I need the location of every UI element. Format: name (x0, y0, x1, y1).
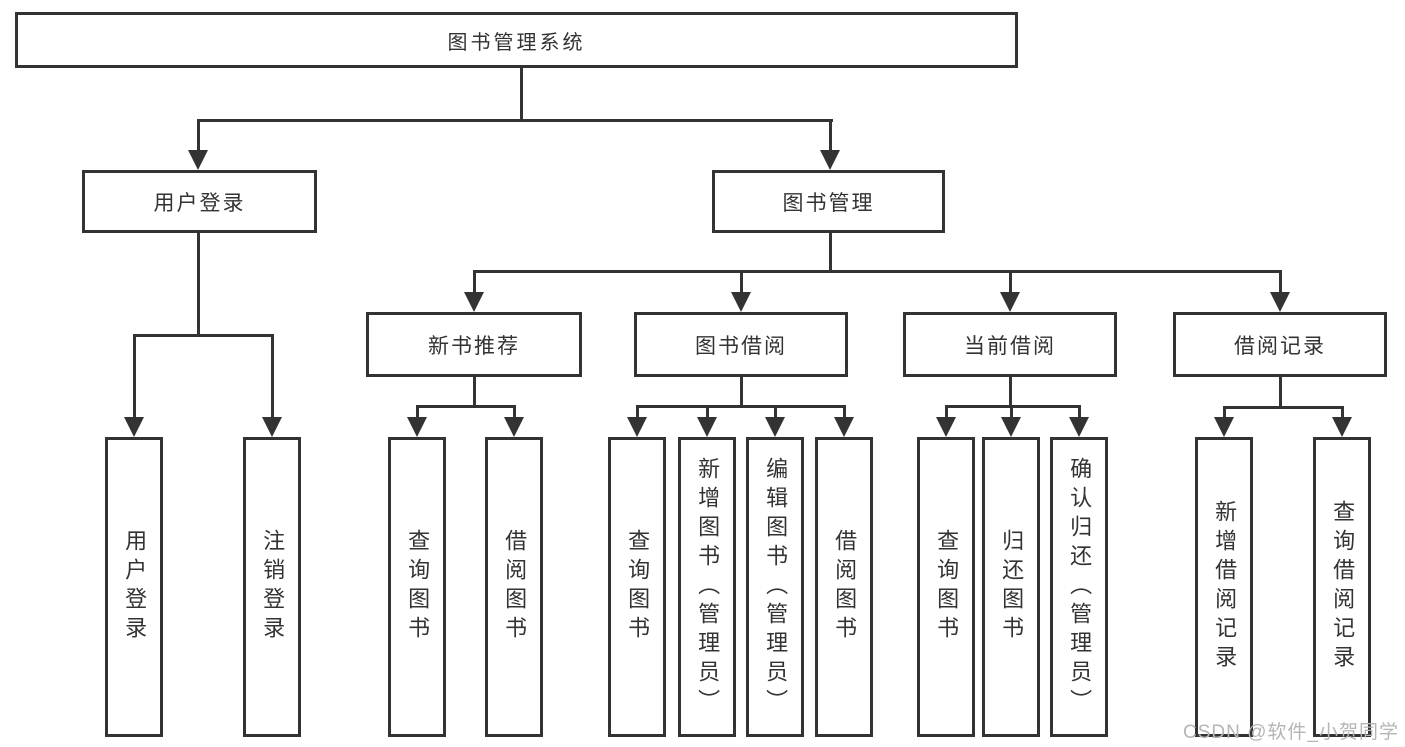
leaf-borrow-books-recommend: 借阅图书 (485, 437, 543, 737)
leaf-label: 借阅图书 (832, 529, 858, 645)
node-label: 图书借阅 (695, 334, 787, 358)
connector-line (1010, 405, 1013, 419)
node-label: 当前借阅 (964, 334, 1056, 358)
arrow-down-icon (627, 417, 647, 437)
arrow-down-icon (731, 292, 751, 312)
connector-line (133, 334, 136, 419)
connector-line (513, 405, 516, 419)
arrow-down-icon (188, 150, 208, 170)
leaf-label: 用户登录 (122, 529, 148, 645)
connector-line (416, 405, 516, 408)
leaf-label: 编辑图书（管理员） (763, 456, 789, 718)
arrow-down-icon (504, 417, 524, 437)
csdn-watermark: CSDN @软件_小贺同学 (1183, 722, 1399, 743)
arrow-down-icon (1069, 417, 1089, 437)
arrow-down-icon (1332, 417, 1352, 437)
node-label: 图书管理系统 (447, 31, 586, 54)
connector-line (197, 233, 200, 337)
leaf-add-books-admin: 新增图书（管理员） (678, 437, 736, 737)
connector-line (520, 66, 523, 120)
connector-line (416, 405, 419, 419)
connector-line (133, 334, 274, 337)
arrow-down-icon (407, 417, 427, 437)
leaf-return-books: 归还图书 (982, 437, 1040, 737)
leaf-logout: 注销登录 (243, 437, 301, 737)
node-book-management-system: 图书管理系统 (15, 12, 1018, 68)
leaf-label: 确认归还（管理员） (1067, 456, 1093, 718)
leaf-query-books-current: 查询图书 (917, 437, 975, 737)
arrow-down-icon (1270, 292, 1290, 312)
node-label: 用户登录 (153, 191, 246, 215)
leaf-label: 借阅图书 (502, 529, 528, 645)
arrow-down-icon (697, 417, 717, 437)
connector-line (197, 119, 833, 122)
node-new-book-recommendation: 新书推荐 (366, 312, 582, 377)
connector-line (1078, 405, 1081, 419)
connector-line (1279, 377, 1282, 409)
node-book-management: 图书管理 (712, 170, 945, 233)
node-label: 新书推荐 (428, 334, 520, 358)
connector-line (197, 119, 200, 152)
leaf-user-login: 用户登录 (105, 437, 163, 737)
leaf-label: 注销登录 (260, 529, 286, 645)
leaf-label: 查询图书 (405, 529, 431, 645)
node-borrowing-records: 借阅记录 (1173, 312, 1387, 377)
connector-line (636, 405, 639, 419)
node-current-borrowing: 当前借阅 (903, 312, 1117, 377)
leaf-query-books-recommend: 查询图书 (388, 437, 446, 737)
arrow-down-icon (262, 417, 282, 437)
connector-line (843, 405, 846, 419)
node-label: 图书管理 (782, 191, 875, 215)
node-label: 借阅记录 (1234, 334, 1326, 358)
node-book-borrowing: 图书借阅 (634, 312, 848, 377)
connector-line (829, 119, 832, 152)
connector-line (740, 270, 743, 294)
arrow-down-icon (1214, 417, 1234, 437)
leaf-label: 查询借阅记录 (1330, 500, 1356, 674)
arrow-down-icon (820, 150, 840, 170)
connector-line (706, 405, 709, 419)
arrow-down-icon (1001, 417, 1021, 437)
arrow-down-icon (1000, 292, 1020, 312)
arrow-down-icon (124, 417, 144, 437)
node-user-login: 用户登录 (82, 170, 317, 233)
leaf-add-borrow-record: 新增借阅记录 (1195, 437, 1253, 737)
leaf-query-books-borrowing: 查询图书 (608, 437, 666, 737)
connector-line (774, 405, 777, 419)
leaf-label: 查询图书 (934, 529, 960, 645)
connector-line (1009, 377, 1012, 408)
arrow-down-icon (936, 417, 956, 437)
connector-line (1279, 270, 1282, 294)
leaf-label: 查询图书 (625, 529, 651, 645)
connector-line (1009, 270, 1012, 294)
leaf-confirm-return-admin: 确认归还（管理员） (1050, 437, 1108, 737)
leaf-label: 新增图书（管理员） (695, 456, 721, 718)
connector-line (1341, 406, 1344, 419)
connector-line (1223, 406, 1344, 409)
connector-line (740, 377, 743, 408)
leaf-label: 新增借阅记录 (1212, 500, 1238, 674)
connector-line (945, 405, 1081, 408)
leaf-borrow-books: 借阅图书 (815, 437, 873, 737)
connector-line (473, 377, 476, 408)
connector-line (271, 334, 274, 419)
arrow-down-icon (765, 417, 785, 437)
connector-line (945, 405, 948, 419)
connector-line (473, 270, 1282, 273)
leaf-label: 归还图书 (999, 529, 1025, 645)
connector-line (473, 270, 476, 294)
leaf-edit-books-admin: 编辑图书（管理员） (746, 437, 804, 737)
arrow-down-icon (834, 417, 854, 437)
arrow-down-icon (464, 292, 484, 312)
connector-line (829, 233, 832, 273)
connector-line (636, 405, 846, 408)
leaf-query-borrow-record: 查询借阅记录 (1313, 437, 1371, 737)
connector-line (1223, 406, 1226, 419)
